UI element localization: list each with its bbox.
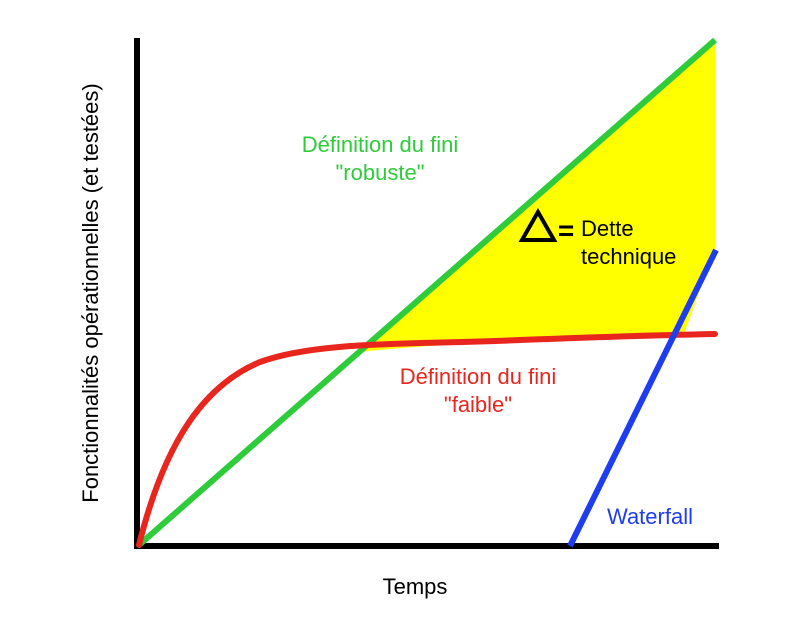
weak-label-line1: Définition du fini (400, 364, 557, 389)
debt-label-line2: technique (581, 244, 676, 269)
debt-label-line1: Dette (581, 216, 634, 241)
robust-label-line1: Définition du fini (302, 132, 459, 157)
robust-label-line2: "robuste" (336, 160, 425, 185)
weak-label-line2: "faible" (444, 392, 512, 417)
weak-done-curve (136, 331, 718, 548)
waterfall-label: Waterfall (607, 504, 693, 529)
delta-triangle-icon (518, 207, 558, 242)
waterfall-line (567, 248, 719, 548)
debt-equals-sign: = (558, 215, 574, 246)
y-axis-label: Fonctionnalités opérationnelles (et test… (78, 83, 103, 502)
x-axis-label: Temps (383, 574, 448, 599)
robust-done-line (137, 37, 717, 548)
